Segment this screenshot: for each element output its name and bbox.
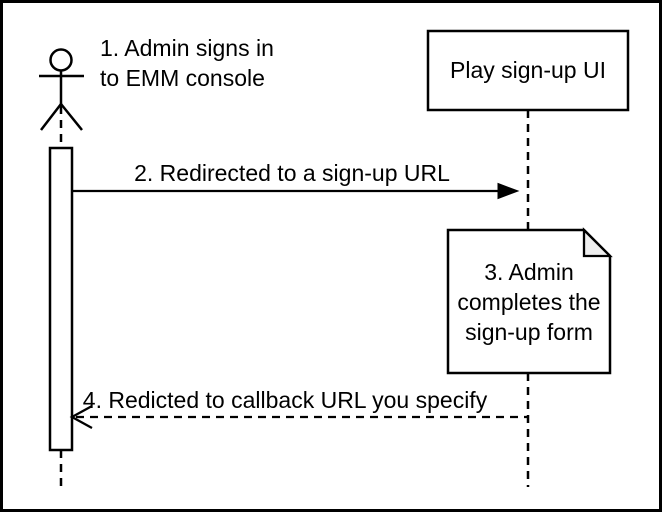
note-label-line1: 3. Admin [484, 259, 574, 285]
actor-step1-label-line2: to EMM console [100, 65, 265, 91]
note-label-line2: completes the [457, 289, 600, 315]
actor-icon [39, 48, 84, 131]
message-4-arrowhead-icon [69, 404, 93, 430]
message-2-arrowhead-icon [497, 182, 520, 200]
message-4-arrow [69, 404, 528, 430]
participant-label: Play sign-up UI [450, 57, 606, 83]
actor-head [49, 48, 73, 72]
actor-step1-label-line1: 1. Admin signs in [100, 35, 274, 61]
note-label-line3: sign-up form [465, 319, 593, 345]
actor-legs [40, 103, 83, 131]
message-2-arrow [72, 182, 520, 200]
note-fold-icon [582, 227, 613, 258]
message-2-label: 2. Redirected to a sign-up URL [134, 160, 450, 186]
activation-bar [48, 146, 74, 452]
note-body [446, 228, 612, 375]
note-shape: 3. Admin completes the sign-up form [446, 227, 613, 375]
message-4-label: 4. Redicted to callback URL you specify [83, 387, 488, 413]
